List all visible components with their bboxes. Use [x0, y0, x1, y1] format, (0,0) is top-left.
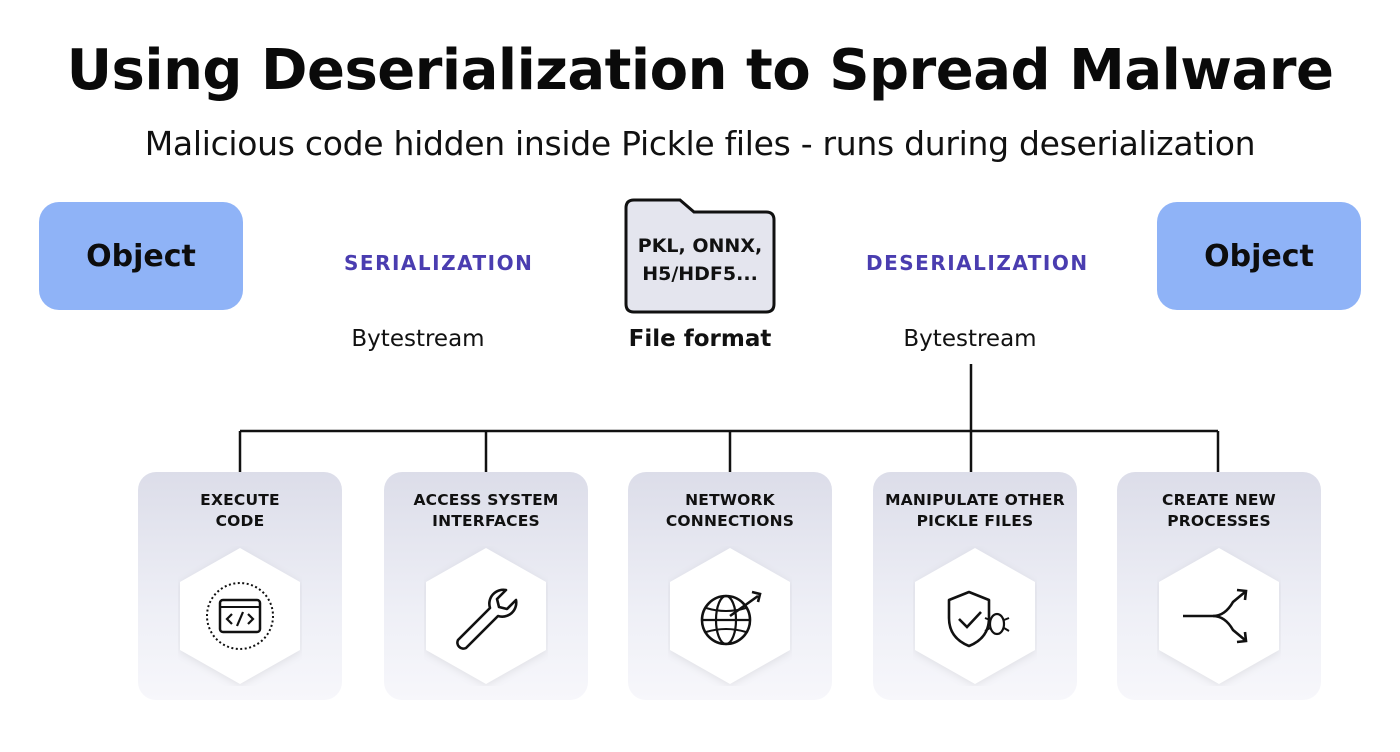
deserialization-label: DESERIALIZATION	[860, 251, 1095, 275]
folder-icon	[624, 198, 776, 314]
file-format-line: PKL, ONNX,	[637, 235, 763, 257]
card-title-line: EXECUTE	[200, 491, 280, 509]
capability-card-network: NETWORK CONNECTIONS	[628, 472, 832, 700]
serialization-bytestream: 01010101011010100 101 111 11111111111111…	[252, 218, 602, 308]
card-title: MANIPULATE OTHER PICKLE FILES	[873, 490, 1077, 532]
capability-card-access-system: ACCESS SYSTEM INTERFACES	[384, 472, 588, 700]
bytestream-caption-right: Bytestream	[903, 326, 1037, 352]
card-title: NETWORK CONNECTIONS	[628, 490, 832, 532]
capability-card-create-processes: CREATE NEW PROCESSES	[1117, 472, 1321, 700]
file-format-line: H5/HDF5...	[642, 263, 758, 285]
file-format-caption: File format	[628, 326, 772, 352]
serialization-label: SERIALIZATION	[338, 251, 540, 275]
source-object-box: Object	[39, 202, 243, 310]
split-arrows-icon	[1159, 548, 1279, 684]
bytestream-caption-left: Bytestream	[351, 326, 485, 352]
capability-card-manipulate-pickle: MANIPULATE OTHER PICKLE FILES	[873, 472, 1077, 700]
capability-card-execute-code: EXECUTE CODE	[138, 472, 342, 700]
card-title-line: CREATE NEW	[1162, 491, 1276, 509]
target-object-box: Object	[1157, 202, 1361, 310]
diagram-title: Using Deserialization to Spread Malware	[66, 38, 1334, 103]
card-title-line: CODE	[215, 512, 265, 530]
card-title: ACCESS SYSTEM INTERFACES	[384, 490, 588, 532]
card-title-line: NETWORK	[685, 491, 775, 509]
card-title: EXECUTE CODE	[138, 490, 342, 532]
file-format-list: PKL, ONNX, H5/HDF5...	[622, 232, 778, 288]
card-title-line: PROCESSES	[1167, 512, 1271, 530]
card-title-line: MANIPULATE OTHER	[885, 491, 1065, 509]
card-title-line: ACCESS SYSTEM	[413, 491, 559, 509]
card-title-line: CONNECTIONS	[665, 512, 795, 530]
shield-bug-icon	[915, 548, 1035, 684]
code-window-icon	[180, 548, 300, 684]
wrench-icon	[426, 548, 546, 684]
card-title: CREATE NEW PROCESSES	[1117, 490, 1321, 532]
card-title-line: INTERFACES	[432, 512, 540, 530]
card-title-line: PICKLE FILES	[916, 512, 1034, 530]
diagram-subtitle: Malicious code hidden inside Pickle file…	[144, 124, 1256, 163]
globe-target-icon	[670, 548, 790, 684]
deserialization-bytestream: 01010101011010100 101 111 11111111111111…	[790, 218, 1140, 308]
